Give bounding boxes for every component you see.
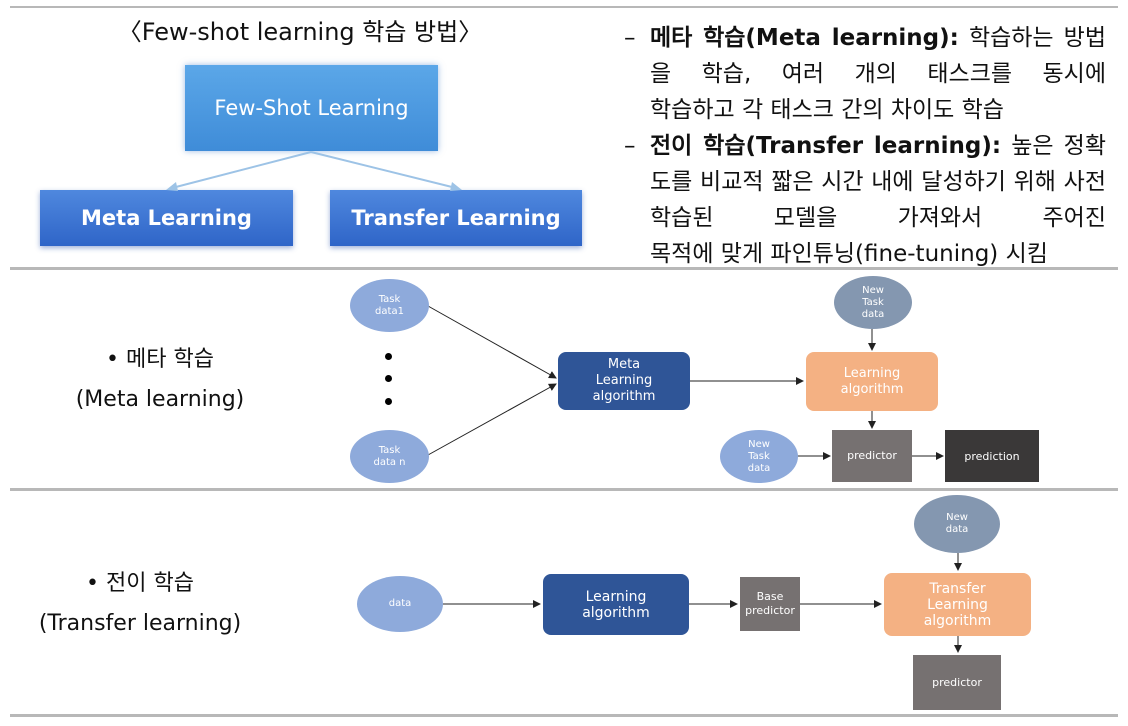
dash-bullet: – bbox=[624, 133, 636, 159]
learning-algorithm-node: Learning algorithm bbox=[543, 574, 689, 635]
task-data-n-node: Task data n bbox=[350, 430, 429, 483]
predictor-node: predictor bbox=[832, 430, 912, 482]
section-title: 〈Few-shot learning 학습 방법〉 bbox=[117, 18, 483, 46]
tree-connector-right bbox=[310, 151, 457, 189]
ellipsis-dot bbox=[385, 353, 392, 360]
tree-connector-left bbox=[171, 151, 312, 189]
arrow-taskn-to-meta bbox=[427, 383, 557, 456]
bottom-rule bbox=[10, 714, 1118, 717]
meta-learning-algorithm-node: Meta Learning algorithm bbox=[558, 352, 690, 410]
divider-1 bbox=[10, 267, 1118, 270]
prediction-node: prediction bbox=[945, 430, 1039, 482]
transfer-learning-label-en: (Transfer learning) bbox=[38, 611, 242, 636]
tree-arrowhead-left bbox=[166, 182, 178, 191]
method-description: – 메타 학습(Meta learning): 학습하는 방법을 학습, 여러 … bbox=[618, 20, 1106, 272]
top-rule bbox=[10, 6, 1118, 8]
tree-arrowhead-right bbox=[450, 182, 462, 191]
transfer-learning-label: • 전이 학습 (Transfer learning) bbox=[0, 564, 280, 644]
divider-2 bbox=[10, 488, 1118, 491]
meta-learning-label-ko: • 메타 학습 bbox=[106, 347, 214, 372]
transfer-learning-text-last: 목적에 맞게 파인튜닝(fine-tuning) 시킴 bbox=[650, 241, 1048, 267]
transfer-learning-algorithm-node: Transfer Learning algorithm bbox=[884, 573, 1031, 636]
new-data-node: New data bbox=[914, 495, 1000, 553]
new-task-data-bottom-node: New Task data bbox=[720, 430, 798, 483]
ellipsis-dot bbox=[385, 375, 392, 382]
transfer-learning-label-ko: • 전이 학습 bbox=[86, 571, 194, 596]
meta-learning-box: Meta Learning bbox=[40, 190, 293, 246]
predictor-node: predictor bbox=[913, 655, 1001, 710]
arrow-task1-to-meta bbox=[427, 305, 557, 379]
data-node: data bbox=[357, 576, 443, 632]
new-task-data-top-node: New Task data bbox=[834, 276, 912, 329]
transfer-learning-box: Transfer Learning bbox=[330, 190, 582, 246]
dash-bullet: – bbox=[624, 25, 636, 51]
meta-learning-label: • 메타 학습 (Meta learning) bbox=[20, 340, 300, 420]
learning-algorithm-node: Learning algorithm bbox=[806, 352, 938, 411]
task-data-1-node: Task data1 bbox=[350, 279, 429, 332]
few-shot-learning-box: Few-Shot Learning bbox=[185, 65, 438, 151]
meta-learning-text-last: 학습하고 각 태스크 간의 차이도 학습 bbox=[650, 97, 1004, 123]
meta-learning-label-en: (Meta learning) bbox=[75, 387, 245, 412]
transfer-learning-text: 높은 정확도를 비교적 짧은 시간 내에 달성하기 위해 사전 학습된 모델을 … bbox=[650, 133, 1106, 231]
transfer-learning-term: 전이 학습(Transfer learning): bbox=[650, 133, 1002, 159]
meta-learning-description: – 메타 학습(Meta learning): 학습하는 방법을 학습, 여러 … bbox=[618, 20, 1106, 128]
ellipsis-dot bbox=[385, 398, 392, 405]
meta-learning-term: 메타 학습(Meta learning): bbox=[650, 25, 959, 51]
base-predictor-node: Base predictor bbox=[740, 577, 800, 631]
meta-learning-text: 학습하는 방법을 학습, 여러 개의 태스크를 동시에 bbox=[650, 25, 1106, 87]
transfer-learning-description: – 전이 학습(Transfer learning): 높은 정확도를 비교적 … bbox=[618, 128, 1106, 272]
